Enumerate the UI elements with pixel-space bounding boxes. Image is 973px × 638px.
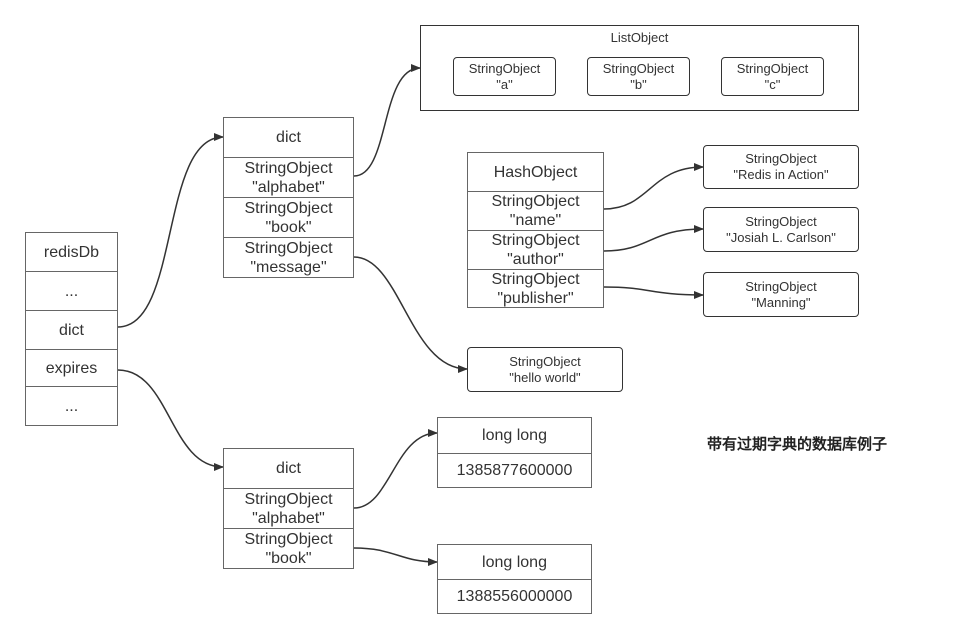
redisdb-expires-field: expires (25, 349, 118, 387)
hash-field-publisher: StringObject "publisher" (467, 269, 604, 308)
hash-value-publisher: StringObject "Manning" (703, 272, 859, 317)
main-dict-title: dict (223, 117, 354, 158)
edge-name-to-value (603, 163, 704, 210)
main-dict-entry-message: StringObject "message" (223, 237, 354, 278)
hash-value-name: StringObject "Redis in Action" (703, 145, 859, 189)
list-item-b: StringObject "b" (587, 57, 690, 96)
edge-publisher-to-value (603, 286, 704, 299)
redisdb-dict-field: dict (25, 310, 118, 350)
edge-author-to-value (603, 225, 704, 252)
redisdb-title: redisDb (25, 232, 118, 272)
message-value: StringObject "hello world" (467, 347, 623, 392)
main-dict-entry-alphabet: StringObject "alphabet" (223, 157, 354, 198)
long-value-1-number: 1385877600000 (437, 453, 592, 488)
long-value-1-type: long long (437, 417, 592, 454)
edge-redisdb-dict-to-dict (117, 133, 224, 328)
long-value-2-type: long long (437, 544, 592, 580)
edge-message-to-hello (353, 256, 468, 373)
edge-exp-book-to-long (353, 547, 438, 566)
long-value-2-number: 1388556000000 (437, 579, 592, 614)
hash-value-author: StringObject "Josiah L. Carlson" (703, 207, 859, 252)
expires-dict-entry-alphabet: StringObject "alphabet" (223, 488, 354, 529)
edge-exp-alphabet-to-long (353, 429, 438, 509)
diagram-caption: 带有过期字典的数据库例子 (707, 435, 888, 453)
list-object-label: ListObject (610, 30, 669, 45)
edge-alphabet-to-list (353, 64, 421, 177)
list-item-a: StringObject "a" (453, 57, 556, 96)
expires-dict-entry-book: StringObject "book" (223, 528, 354, 569)
hash-field-name: StringObject "name" (467, 191, 604, 231)
list-item-c: StringObject "c" (721, 57, 824, 96)
redisdb-ellipsis-top: ... (25, 271, 118, 311)
expires-dict-title: dict (223, 448, 354, 489)
hash-object-title: HashObject (467, 152, 604, 192)
hash-field-author: StringObject "author" (467, 230, 604, 270)
redisdb-ellipsis-bottom: ... (25, 386, 118, 426)
edge-redisdb-expires-to-dict (117, 369, 224, 471)
main-dict-entry-book: StringObject "book" (223, 197, 354, 238)
